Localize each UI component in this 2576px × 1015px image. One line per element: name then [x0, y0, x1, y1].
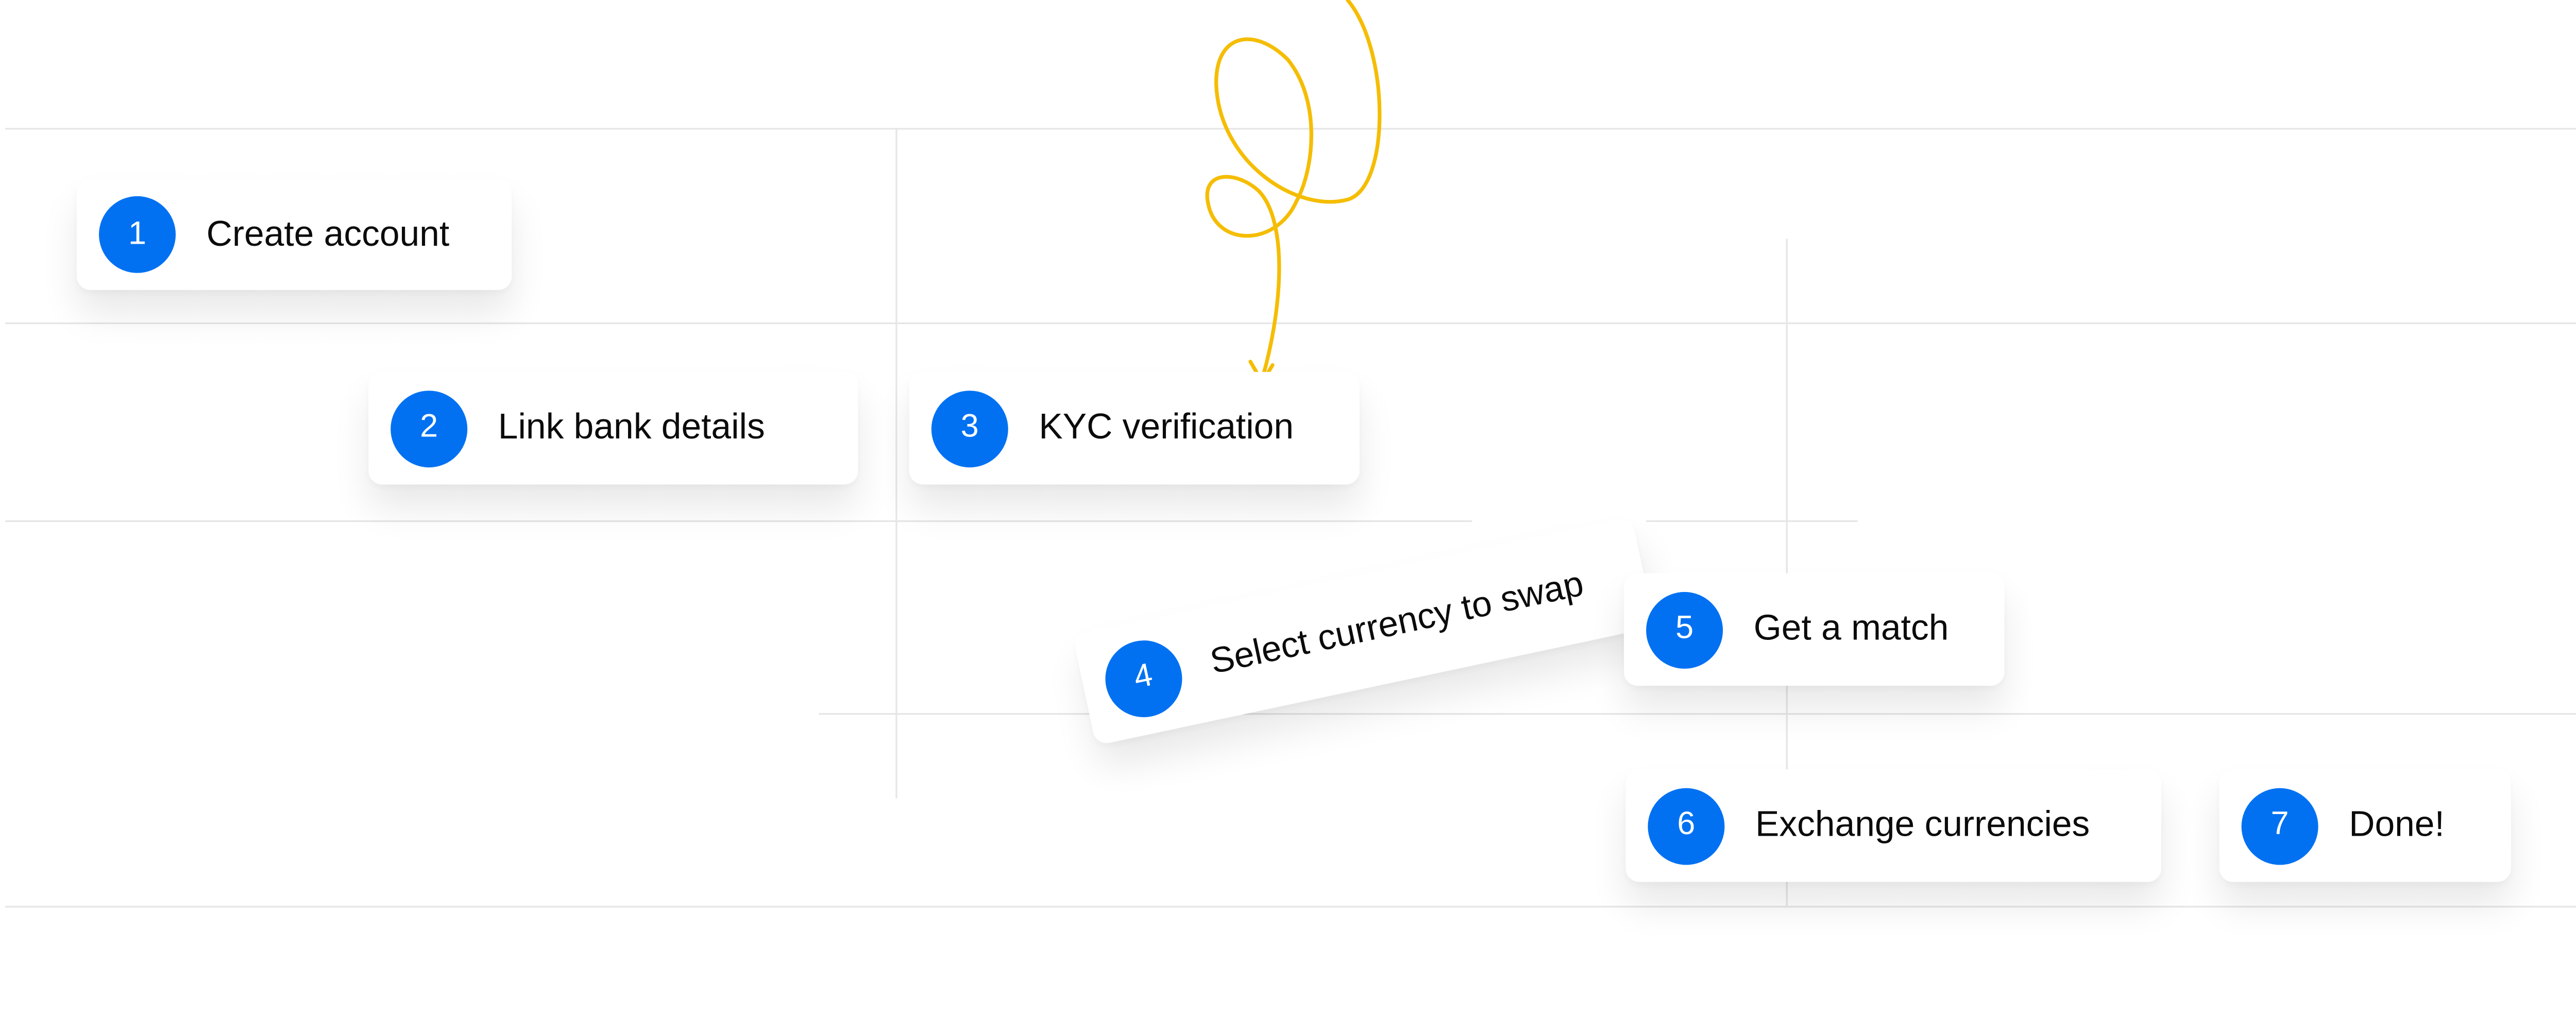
step-label: Done!	[2349, 805, 2445, 844]
step-card-1: 1 Create account	[76, 179, 512, 290]
grid-line	[1646, 520, 1858, 522]
step-card-2: 2 Link bank details	[368, 371, 858, 485]
step-label: KYC verification	[1039, 408, 1294, 447]
grid-line	[5, 520, 1472, 522]
step-number-badge: 2	[391, 390, 468, 467]
step-label: Create account	[206, 214, 450, 253]
step-card-6: 6 Exchange currencies	[1625, 769, 2162, 882]
step-number-badge: 3	[931, 390, 1008, 467]
grid-line	[5, 128, 2576, 130]
step-number-badge: 7	[2241, 787, 2318, 865]
grid-line	[5, 322, 2576, 325]
grid-line	[1786, 239, 1788, 906]
step-card-3: 3 KYC verification	[909, 371, 1360, 485]
step-label: Link bank details	[498, 408, 765, 447]
grid-line	[5, 906, 2576, 908]
step-number-badge: 1	[99, 196, 176, 273]
step-card-7: 7 Done!	[2219, 769, 2511, 882]
step-number-badge: 4	[1098, 632, 1190, 724]
step-label: Exchange currencies	[1755, 805, 2090, 844]
step-number-badge: 5	[1646, 591, 1723, 668]
grid-line	[819, 713, 2576, 715]
step-card-5: 5 Get a match	[1624, 573, 2005, 686]
step-number-badge: 6	[1648, 787, 1725, 865]
step-label: Get a match	[1753, 609, 1949, 649]
grid-line	[895, 128, 897, 799]
